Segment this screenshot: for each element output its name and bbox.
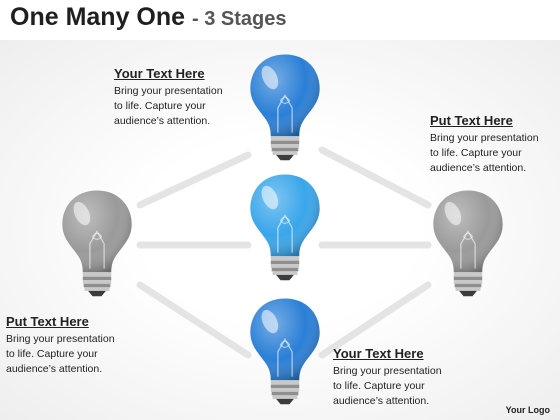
connector-top-right	[318, 146, 432, 209]
text-line: to life. Capture your	[430, 147, 522, 159]
connector-left-bottom	[136, 281, 252, 359]
text-line: audience’s attention.	[6, 363, 103, 375]
text-heading-right: Put Text Here	[430, 113, 513, 128]
connector-left-top	[136, 151, 252, 209]
logo-text: Your Logo	[505, 405, 550, 415]
text-body-left: Bring your presentation to life. Capture…	[6, 332, 115, 377]
text-line: to life. Capture your	[333, 380, 425, 392]
text-block-right: Put Text Here Bring your presentation to…	[430, 113, 539, 176]
text-line: Bring your presentation	[333, 365, 442, 377]
text-body-right: Bring your presentation to life. Capture…	[430, 131, 539, 176]
text-heading-left: Put Text Here	[6, 314, 89, 329]
text-block-top: Your Text Here Bring your presentation t…	[114, 66, 223, 129]
text-line: audience’s attention.	[114, 115, 211, 127]
text-line: Bring your presentation	[430, 132, 539, 144]
text-line: Bring your presentation	[6, 333, 115, 345]
lightbulb-icon-bottom	[245, 294, 325, 406]
connector-bottom-right	[318, 281, 432, 359]
text-line: audience’s attention.	[333, 395, 430, 407]
text-block-left: Put Text Here Bring your presentation to…	[6, 314, 115, 377]
title-suffix: - 3 Stages	[192, 8, 287, 30]
text-heading-top: Your Text Here	[114, 66, 205, 81]
text-line: Bring your presentation	[114, 85, 223, 97]
lightbulb-icon-top	[245, 50, 325, 162]
title-main: One Many One	[10, 3, 186, 31]
lightbulb-icon-center	[245, 170, 325, 282]
lightbulb-icon-right	[428, 186, 508, 298]
text-line: to life. Capture your	[6, 348, 98, 360]
text-body-bottom: Bring your presentation to life. Capture…	[333, 364, 442, 409]
text-line: audience’s attention.	[430, 162, 527, 174]
text-line: to life. Capture your	[114, 100, 206, 112]
text-block-bottom: Your Text Here Bring your presentation t…	[333, 346, 442, 409]
lightbulb-icon-left	[57, 186, 137, 298]
page-title: One Many One - 3 Stages	[10, 3, 286, 32]
text-heading-bottom: Your Text Here	[333, 346, 424, 361]
text-body-top: Bring your presentation to life. Capture…	[114, 84, 223, 129]
